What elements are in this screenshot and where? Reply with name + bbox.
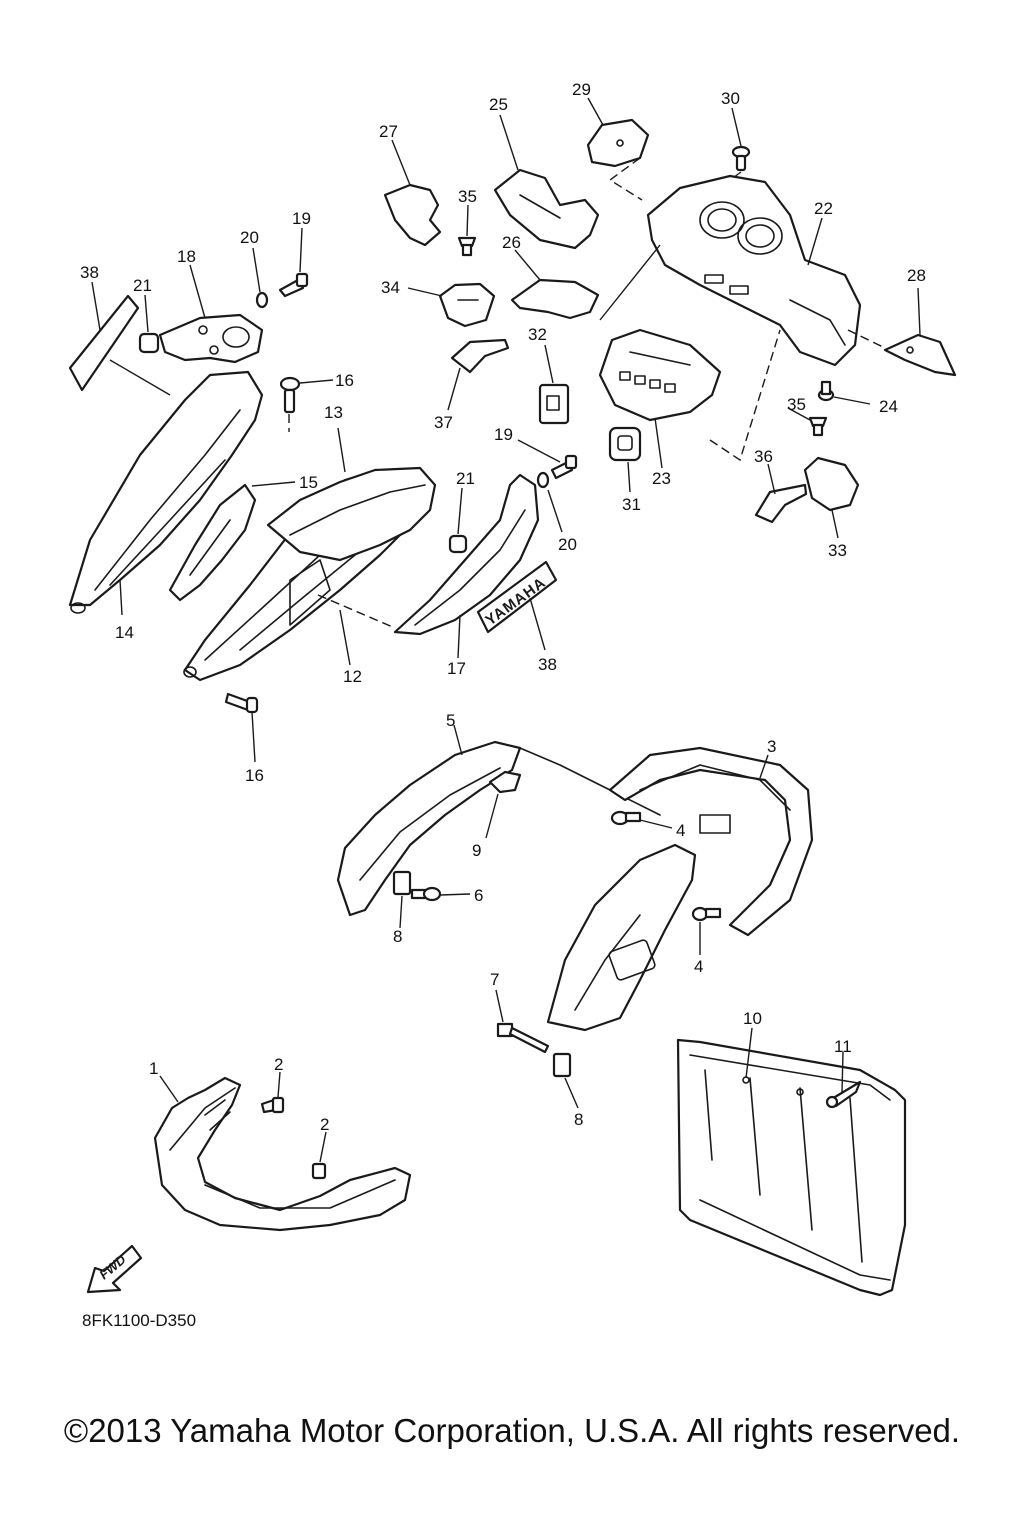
callout-25: 25 (489, 95, 508, 114)
callout-14: 14 (115, 623, 134, 642)
callout-2: 2 (274, 1055, 283, 1074)
part-10-skid-plate[interactable] (676, 1038, 907, 1297)
callout-16: 16 (335, 371, 354, 390)
callout-17: 17 (447, 659, 466, 678)
callout-10: 10 (743, 1009, 762, 1028)
callout-21: 21 (133, 276, 152, 295)
callout-31: 31 (622, 495, 641, 514)
callout-12: 12 (343, 667, 362, 686)
callout-23: 23 (652, 469, 671, 488)
callout-35: 35 (458, 187, 477, 206)
part-17-side-panel-right[interactable] (393, 473, 540, 636)
part-15-inner-panel[interactable] (168, 483, 257, 602)
callout-28: 28 (907, 266, 926, 285)
part-2-screw-upper[interactable] (260, 1096, 285, 1114)
fwd-arrow-icon: FWD (86, 1244, 143, 1294)
callout-15: 15 (299, 473, 318, 492)
part-26-panel[interactable] (510, 278, 600, 320)
part-4-bolt-lower[interactable] (691, 906, 722, 922)
callout-20: 20 (240, 228, 259, 247)
callout-38: 38 (80, 263, 99, 282)
part-11-rivet[interactable] (825, 1080, 862, 1109)
callout-29: 29 (572, 80, 591, 99)
part-2-side-panel-right[interactable] (546, 843, 697, 1032)
callout-38: 38 (538, 655, 557, 674)
part-5-front-panel[interactable] (336, 740, 661, 917)
callout-6: 6 (474, 886, 483, 905)
part-14-side-panel-left[interactable] (68, 370, 264, 614)
callout-5: 5 (446, 711, 455, 730)
part-35-clip-upper[interactable] (457, 236, 477, 257)
callout-35: 35 (787, 395, 806, 414)
part-9-clip[interactable] (488, 770, 522, 794)
part-24-screw[interactable] (817, 380, 835, 402)
part-19-bolt-left[interactable] (278, 272, 309, 298)
part-31-grommet[interactable] (608, 426, 642, 462)
part-33-bracket[interactable] (803, 456, 860, 512)
callout-1: 1 (149, 1059, 158, 1078)
callout-24: 24 (879, 397, 898, 416)
callout-8: 8 (393, 927, 402, 946)
diagram-code: 8FK1100-D350 (82, 1311, 196, 1330)
callout-37: 37 (434, 413, 453, 432)
callout-13: 13 (324, 403, 343, 422)
part-21-grommet-left[interactable] (138, 332, 160, 354)
part-8-clip-right[interactable] (552, 1052, 572, 1078)
part-28-cover[interactable] (883, 333, 957, 377)
callout-22: 22 (814, 199, 833, 218)
part-13-inner-cowl[interactable] (266, 466, 437, 562)
callout-4: 4 (694, 957, 703, 976)
part-18-bracket[interactable] (158, 313, 264, 364)
part-2-screw-lower[interactable] (311, 1162, 327, 1180)
copyright-notice: ©2013 Yamaha Motor Corporation, U.S.A. A… (63, 1412, 961, 1449)
part-30-screw[interactable] (731, 145, 751, 172)
part-32-grommet[interactable] (538, 383, 570, 425)
part-20-washer-left[interactable] (255, 291, 269, 309)
callout-33: 33 (828, 541, 847, 560)
callout-27: 27 (379, 122, 398, 141)
callout-32: 32 (528, 325, 547, 344)
callout-26: 26 (502, 233, 521, 252)
callout-36: 36 (754, 447, 773, 466)
part-6-bolt[interactable] (410, 886, 442, 902)
part-1-front-bumper[interactable] (153, 1076, 412, 1232)
callout-3: 3 (767, 737, 776, 756)
callout-18: 18 (177, 247, 196, 266)
callout-8: 8 (574, 1110, 583, 1129)
part-25-duct[interactable] (493, 168, 600, 250)
callout-9: 9 (472, 841, 481, 860)
part-22-instrument-panel[interactable] (646, 174, 862, 367)
part-19-bolt-right[interactable] (550, 454, 578, 480)
part-27-cover[interactable] (383, 183, 442, 247)
part-34-bracket[interactable] (438, 282, 496, 328)
callout-19: 19 (292, 209, 311, 228)
part-21-grommet-right[interactable] (448, 534, 468, 554)
callout-19: 19 (494, 425, 513, 444)
part-4-bolt-upper[interactable] (610, 810, 642, 826)
callout-30: 30 (721, 89, 740, 108)
callout-21: 21 (456, 469, 475, 488)
part-23-vent-panel[interactable] (598, 328, 722, 422)
part-20-washer-right[interactable] (536, 471, 550, 489)
callout-20: 20 (558, 535, 577, 554)
callout-16: 16 (245, 766, 264, 785)
part-38-sticker-left[interactable] (68, 294, 140, 392)
part-7-bolt[interactable] (496, 1022, 550, 1054)
part-29-cover[interactable] (586, 118, 650, 168)
part-36-bracket[interactable] (754, 483, 808, 524)
callout-11: 11 (834, 1037, 852, 1056)
callout-2: 2 (320, 1115, 329, 1134)
callout-7: 7 (490, 970, 499, 989)
part-37-bracket[interactable] (450, 338, 510, 374)
part-8-clip-left[interactable] (392, 870, 412, 896)
part-35-clip-lower[interactable] (808, 416, 828, 437)
part-16-screw-lower[interactable] (224, 692, 259, 714)
callout-labels: 1 2 2 3 4 4 5 6 7 8 8 9 10 11 12 13 14 1… (80, 80, 926, 1134)
part-3-bumper-frame[interactable] (608, 746, 814, 937)
part-16-screw-upper[interactable] (279, 376, 301, 414)
callout-4: 4 (676, 821, 685, 840)
callout-34: 34 (381, 278, 400, 297)
